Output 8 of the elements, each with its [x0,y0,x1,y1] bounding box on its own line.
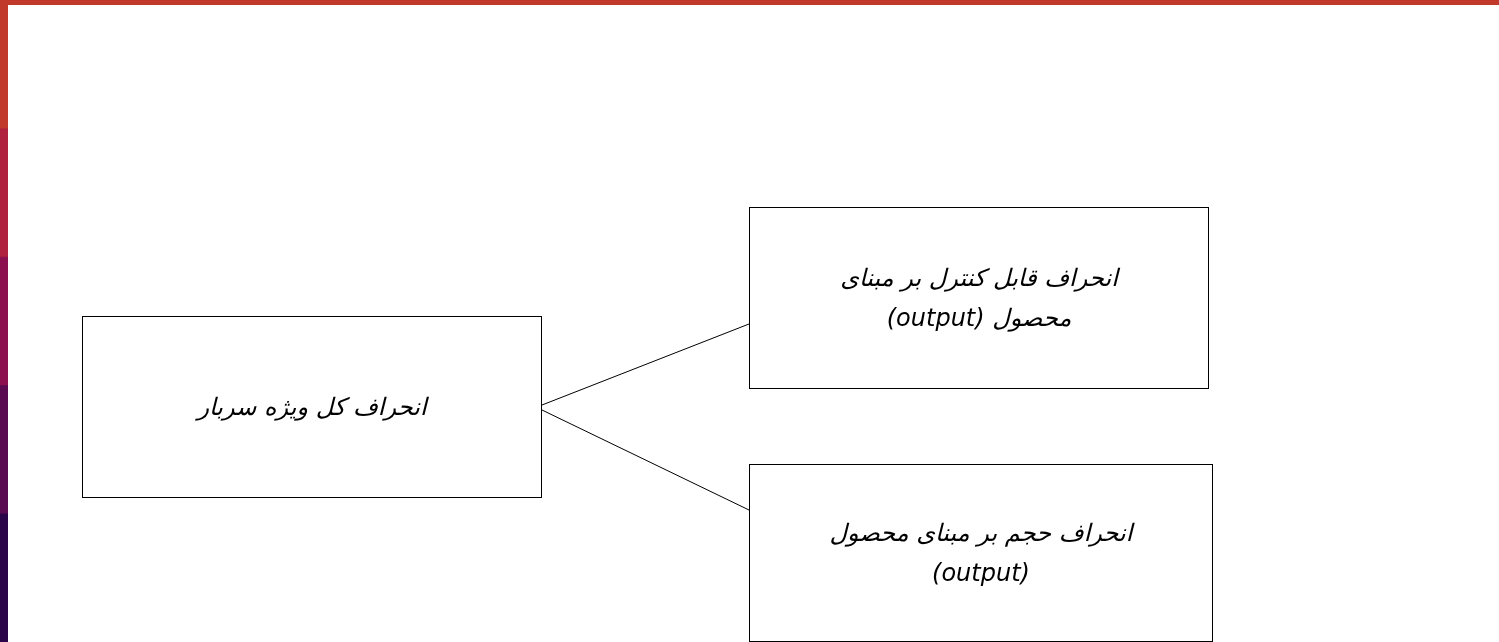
connector-line [541,323,750,406]
process-box [749,207,1209,389]
connector-line [541,409,750,511]
box-label: انحراف کل ویژه سربار [194,392,430,423]
box-label: انحراف حجم بر مبنای محصول (output) [828,518,1136,589]
box-label: انحراف قابل کنترل بر مبنای محصول (output) [839,263,1121,334]
process-box [82,316,542,498]
process-box [749,464,1213,642]
